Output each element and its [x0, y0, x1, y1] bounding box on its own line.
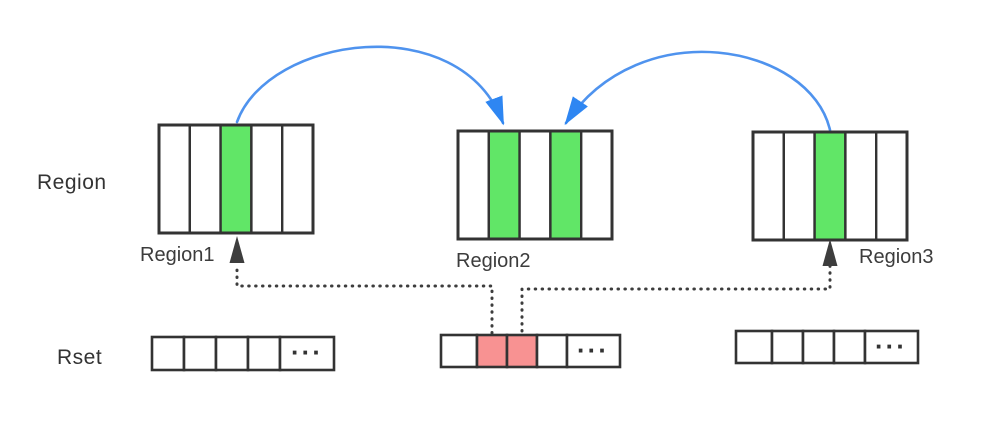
- region2-cell-1: [456, 129, 490, 241]
- region1-outline: [157, 123, 315, 235]
- region2-label: Region2: [456, 250, 531, 272]
- region-row-label: Region: [37, 171, 107, 194]
- rset3-cell-1: [734, 329, 774, 365]
- rset3-ellipsis: ···: [875, 331, 907, 361]
- region1-label: Region1: [140, 244, 215, 266]
- region1-cell-1: [157, 123, 191, 235]
- rset3-cell-more: [863, 329, 920, 365]
- region2-cell-2-green: [487, 129, 521, 241]
- region3-cell-1: [751, 130, 785, 242]
- region2-outline: [456, 129, 614, 241]
- rset3-cell-2: [770, 329, 805, 365]
- rset1-cell-3: [214, 335, 250, 372]
- rset1-cell-4: [246, 335, 282, 372]
- dotted-arrow-rset-to-region3: [520, 239, 838, 333]
- rset1-cell-1: [150, 335, 186, 372]
- region3-box: Region3: [751, 130, 934, 268]
- region2-cell-4-green: [549, 129, 583, 241]
- rset2-cell-more: [565, 333, 622, 369]
- rset1-cell-more: [278, 335, 336, 372]
- dotted-arrow-rset-to-region1: [229, 236, 494, 335]
- region1-box: Region1: [140, 123, 315, 266]
- rset2-cell-1: [439, 333, 479, 369]
- region3-cell-4: [844, 130, 878, 242]
- rset2-ellipsis: ···: [577, 335, 609, 365]
- rset2-cell-4: [535, 333, 569, 369]
- dotted-path-to-region1: [235, 262, 494, 335]
- region2-box: Region2: [456, 129, 614, 272]
- rset2-box: ···: [439, 333, 622, 369]
- region3-label: Region3: [859, 246, 934, 268]
- rset2-cell-3-pink: [505, 333, 539, 369]
- region1-cell-3-green: [219, 123, 253, 235]
- rset3-box: ···: [734, 329, 920, 365]
- region1-cell-2: [188, 123, 222, 235]
- up-arrowhead-icon: [822, 239, 838, 266]
- up-arrowhead-icon: [229, 236, 245, 263]
- region3-cell-3-green: [813, 130, 847, 242]
- region1-cell-4: [250, 123, 284, 235]
- region2-cell-5: [580, 129, 614, 241]
- rset1-cell-2: [182, 335, 218, 372]
- blue-arc-region1-to-region2: [235, 45, 505, 126]
- region2-cell-3: [518, 129, 552, 241]
- region1-cell-5: [281, 123, 315, 235]
- rset3-cell-3: [801, 329, 836, 365]
- rset1-ellipsis: ···: [291, 337, 323, 367]
- blue-arc-region3-to-region2: [564, 50, 832, 132]
- rset2-cell-2-pink: [475, 333, 509, 369]
- rset3-cell-4: [832, 329, 867, 365]
- region3-cell-5: [875, 130, 909, 242]
- region3-cell-2: [782, 130, 816, 242]
- rset1-box: ···: [150, 335, 336, 372]
- dotted-path-to-region3: [520, 264, 832, 333]
- rset-row-label: Rset: [57, 346, 102, 369]
